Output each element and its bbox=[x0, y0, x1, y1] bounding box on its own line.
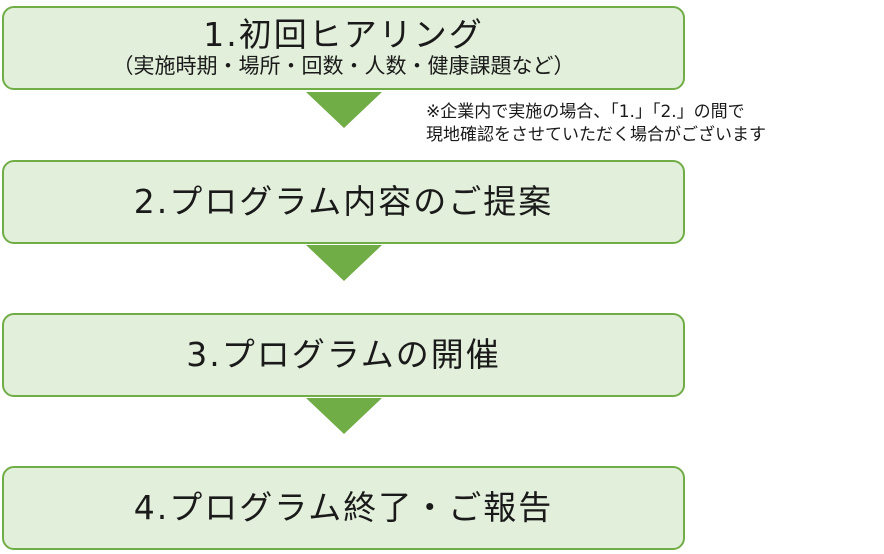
step-3-box: 3.プログラムの開催 bbox=[2, 313, 685, 397]
down-arrow-icon bbox=[306, 398, 382, 434]
note-line-1: ※企業内で実施の場合、「1.」「2.」の間で bbox=[426, 102, 745, 122]
step-4-title: 4.プログラム終了・ご報告 bbox=[133, 487, 554, 527]
down-arrow-icon bbox=[306, 245, 382, 281]
step-3-title: 3.プログラムの開催 bbox=[186, 334, 501, 374]
note-line-2: 現地確認をさせていただく場合がございます bbox=[426, 125, 766, 145]
note-text: ※企業内で実施の場合、「1.」「2.」の間で 現地確認をさせていただく場合がござ… bbox=[426, 101, 766, 147]
step-1-subtitle: （実施時期・場所・回数・人数・健康課題など） bbox=[112, 53, 575, 78]
step-1-box: 1.初回ヒアリング （実施時期・場所・回数・人数・健康課題など） bbox=[2, 6, 685, 90]
step-2-box: 2.プログラム内容のご提案 bbox=[2, 160, 685, 244]
step-1-title: 1.初回ヒアリング bbox=[203, 15, 484, 55]
step-4-box: 4.プログラム終了・ご報告 bbox=[2, 466, 685, 550]
step-2-title: 2.プログラム内容のご提案 bbox=[133, 181, 554, 221]
down-arrow-icon bbox=[306, 92, 382, 128]
